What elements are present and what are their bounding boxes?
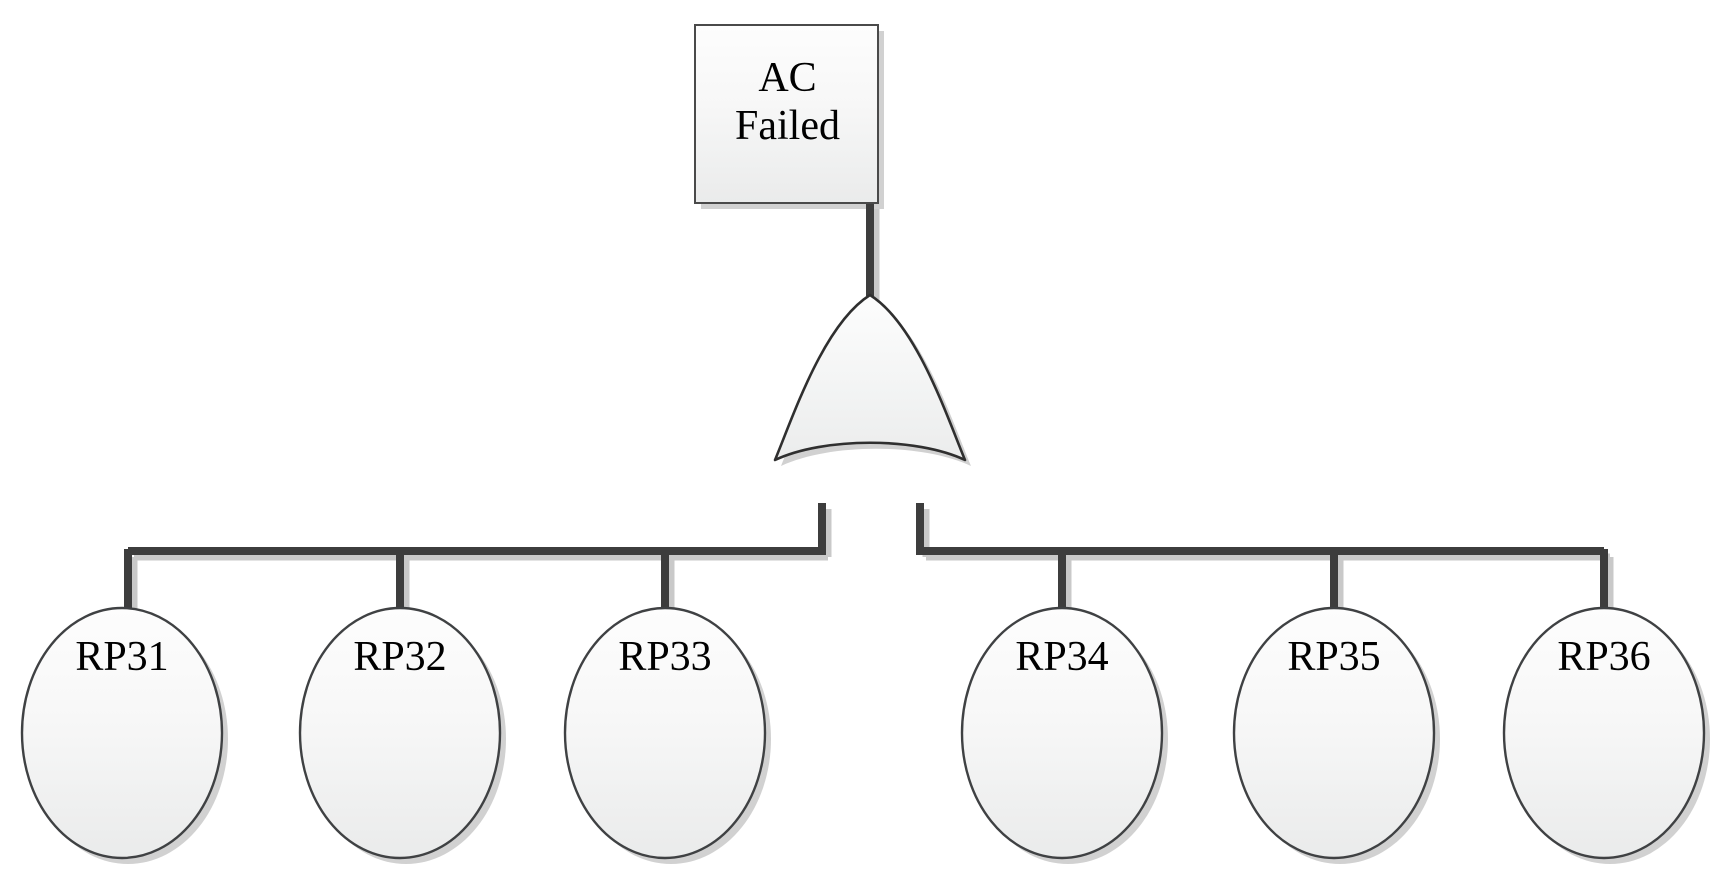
basic-event-rp33[interactable] <box>563 606 767 860</box>
or-gate-shape[interactable] <box>773 293 967 462</box>
basic-event-rp36[interactable] <box>1502 606 1706 860</box>
connector-lines <box>124 203 1608 611</box>
basic-event-rp32[interactable] <box>298 606 502 860</box>
top-event-box[interactable] <box>694 24 879 204</box>
basic-event-rp31[interactable] <box>20 606 224 860</box>
basic-event-rp35[interactable] <box>1232 606 1436 860</box>
connector-shadow-layer <box>130 209 1614 616</box>
basic-event-rp34[interactable] <box>960 606 1164 860</box>
